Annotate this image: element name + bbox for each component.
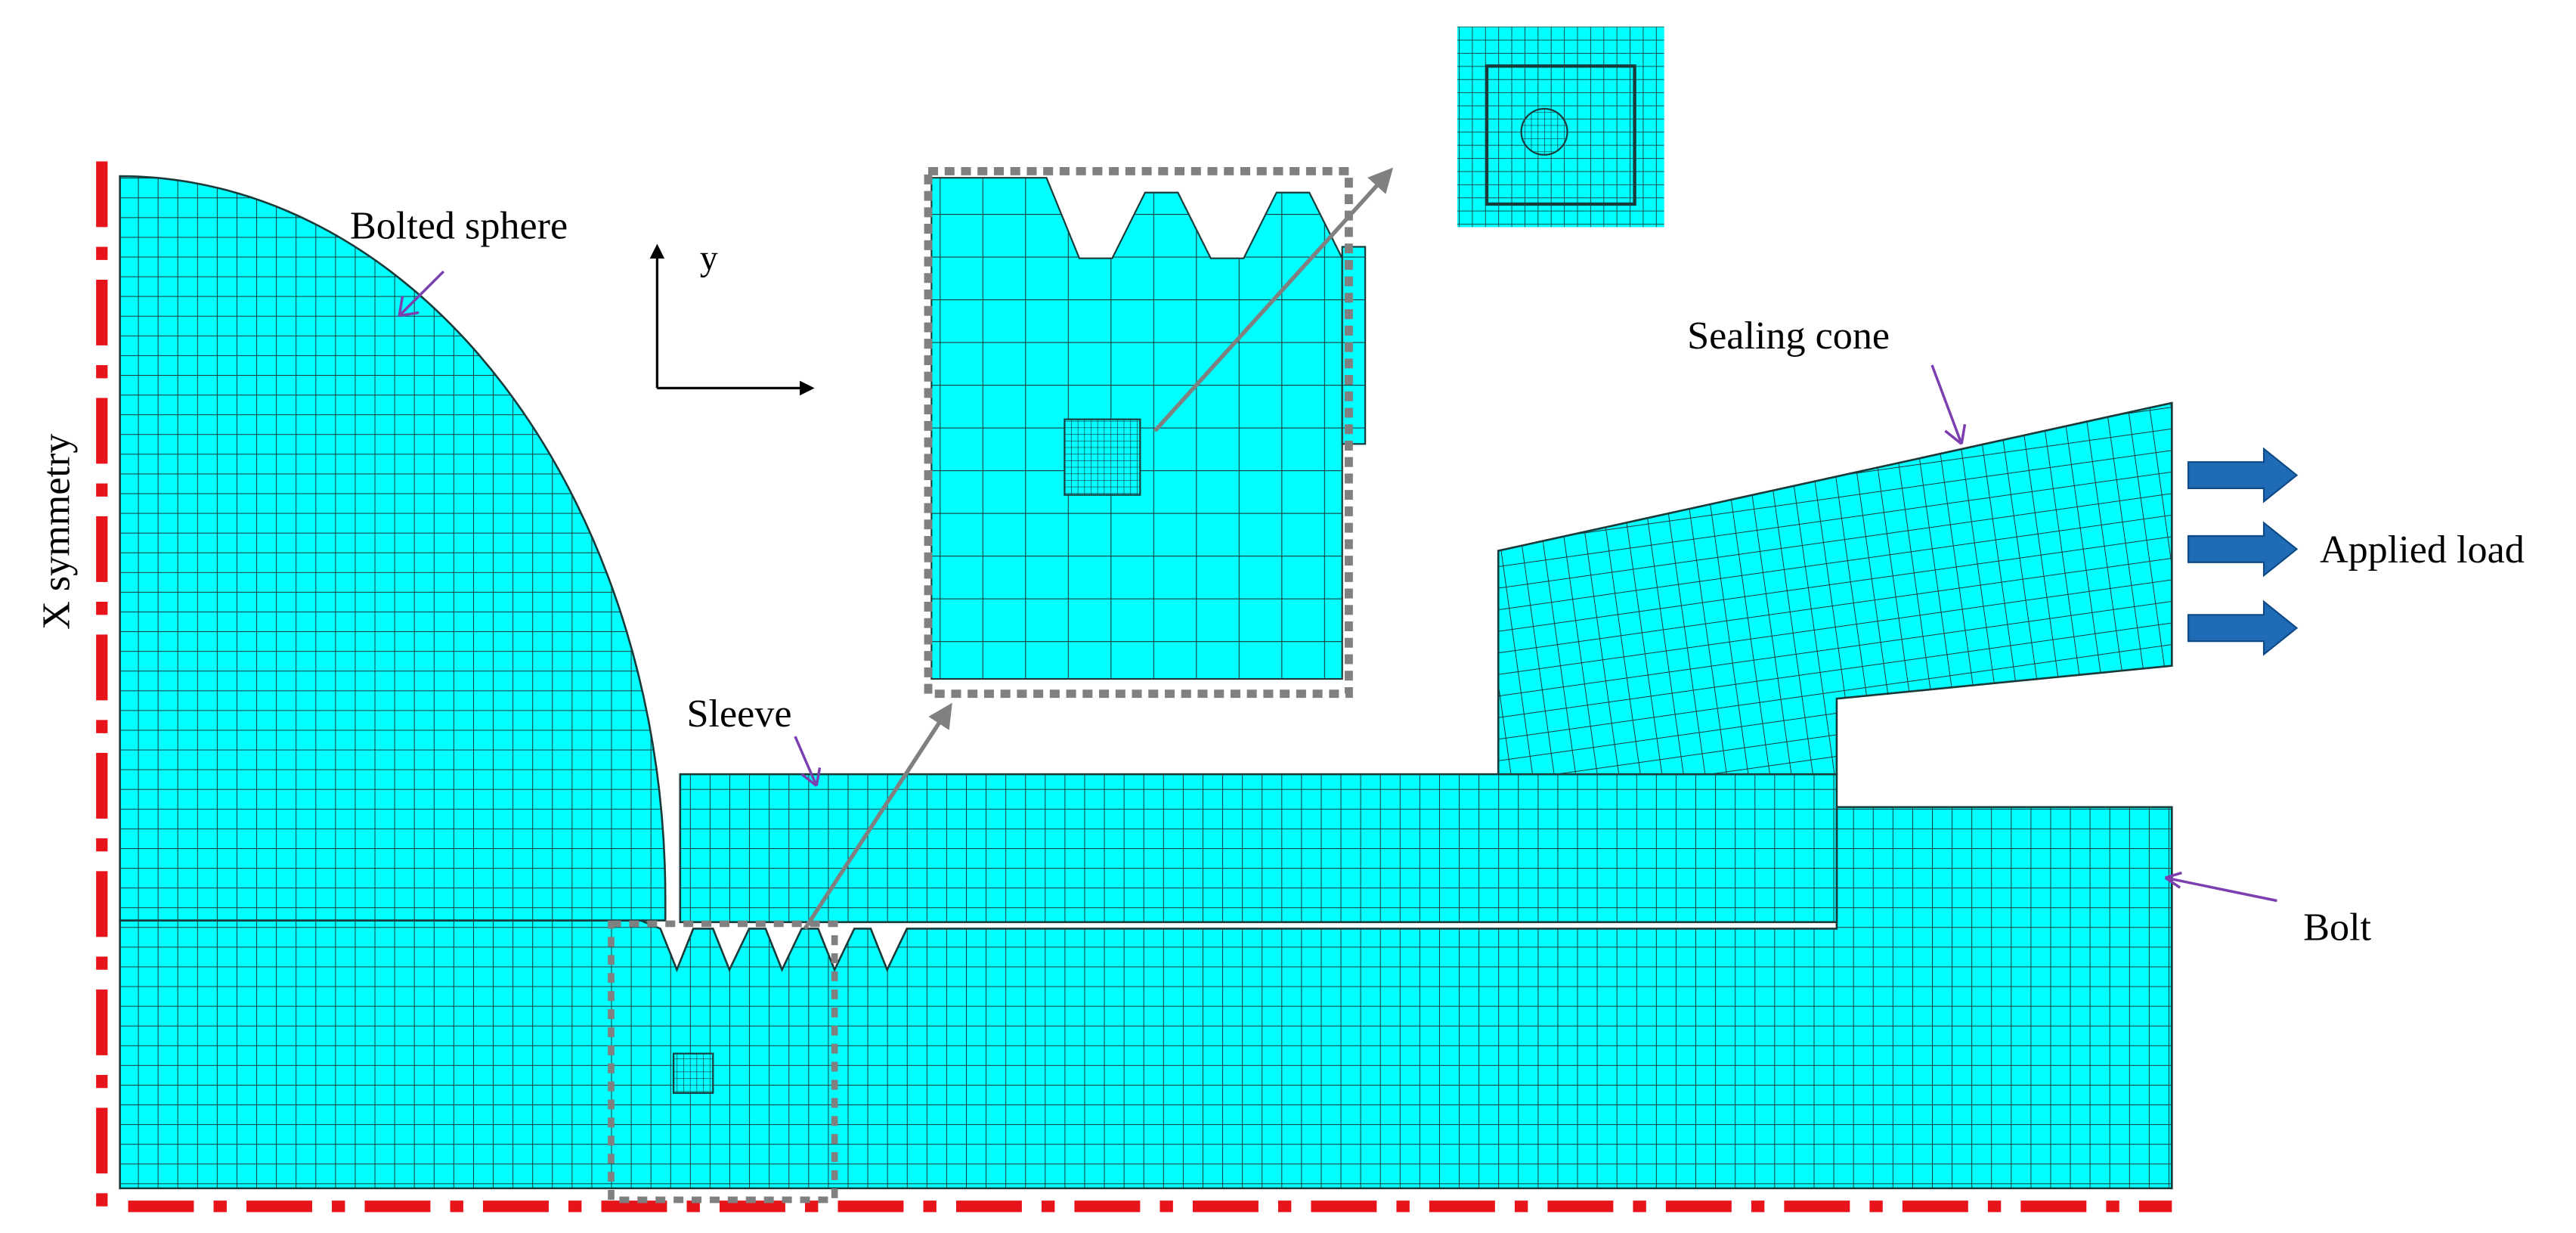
sealing-cone-mesh (1497, 401, 2173, 776)
bolt-label: Bolt (2303, 906, 2371, 950)
right-arrow-icon (2187, 521, 2299, 578)
x-symmetry-label: X symmetry (35, 434, 78, 630)
zoom-refined-spot (1064, 418, 1141, 496)
sleeve-mesh (679, 773, 1838, 924)
zoom-fine-frame (1485, 64, 1636, 206)
sphere-pointer (398, 270, 445, 318)
refined-mesh-spot (673, 1052, 714, 1094)
bolt-pointer (2164, 871, 2277, 903)
symmetry-lines (96, 161, 2172, 1213)
zoom-arrow-2 (1153, 167, 1394, 432)
sleeve-pointer (794, 736, 822, 787)
zoom-arrow-1 (803, 702, 952, 930)
coordinate-axes: y (649, 238, 815, 396)
pointer-arrows (398, 270, 2277, 903)
applied-load-label: Applied load (2320, 528, 2525, 572)
y-axis-label: y (700, 238, 718, 278)
bolted-sphere-label: Bolted sphere (350, 205, 568, 248)
sealing-cone-label: Sealing cone (1687, 314, 1890, 358)
sleeve-label: Sleeve (687, 692, 792, 736)
cone-pointer (1930, 364, 1967, 445)
bolt-mesh (119, 806, 2173, 1190)
zoom-region-box (608, 920, 838, 1204)
mesh-model (119, 175, 2173, 1190)
zoom-detail-threads (924, 167, 1367, 699)
zoom-details (608, 26, 1664, 1204)
right-arrow-icon (2187, 447, 2299, 503)
applied-load-arrows (2187, 447, 2299, 656)
zoom-fine-center (1520, 107, 1568, 156)
right-arrow-icon (2187, 599, 2299, 656)
labels: Bolted sphere Sealing cone Applied load … (35, 205, 2525, 950)
zoom-detail-frame (924, 167, 1353, 699)
zoom-detail-fine (1457, 26, 1664, 228)
bolted-sphere-mesh (119, 175, 667, 922)
